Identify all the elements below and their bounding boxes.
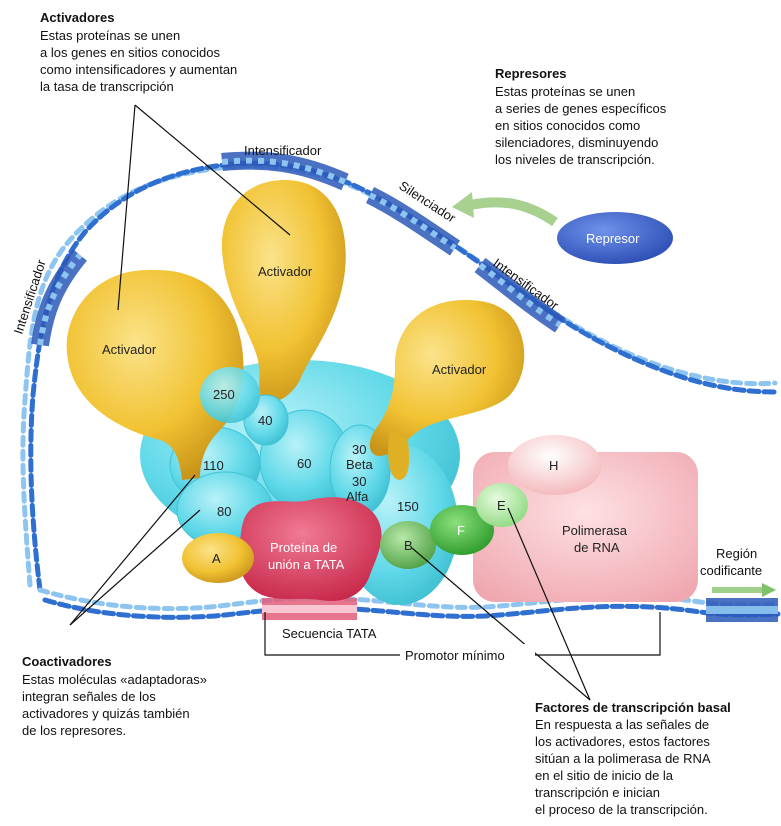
activadores-text-block: Activadores Estas proteínas se unen a lo… — [40, 10, 237, 94]
factor-b-label: B — [404, 538, 413, 553]
represores-line-5: los niveles de transcripción. — [495, 152, 655, 167]
factor-h-label: H — [549, 458, 558, 473]
represores-line-3: en sitios conocidos como — [495, 118, 640, 133]
factores-line-4: en el sitio de inicio de la — [535, 768, 674, 783]
activadores-line-1: Estas proteínas se unen — [40, 28, 180, 43]
tata-protein-label-1: Proteína de — [270, 540, 337, 555]
represores-text-block: Represores Estas proteínas se unen a ser… — [495, 66, 667, 167]
region-label-1: Región — [716, 546, 757, 561]
represor-label: Represor — [586, 231, 640, 246]
polimerasa-label-1: Polimerasa — [562, 523, 628, 538]
label-intensificador-top: Intensificador — [244, 143, 322, 158]
factores-line-1: En respuesta a las señales de — [535, 717, 709, 732]
activadores-line-2: a los genes en sitios conocidos — [40, 45, 220, 60]
factores-title: Factores de transcripción basal — [535, 700, 731, 715]
activadores-title: Activadores — [40, 10, 114, 25]
represores-title: Represores — [495, 66, 567, 81]
sub-30alfa-num: 30 — [352, 474, 366, 489]
factores-line-2: los activadores, estos factores — [535, 734, 710, 749]
sub-30beta-name: Beta — [346, 457, 374, 472]
tata-protein-label-2: unión a TATA — [268, 557, 345, 572]
factor-f-label: F — [457, 523, 465, 538]
secuencia-tata-label: Secuencia TATA — [282, 626, 377, 641]
tata-dna-stripes — [262, 605, 357, 613]
coactivadores-title: Coactivadores — [22, 654, 112, 669]
represores-line-1: Estas proteínas se unen — [495, 84, 635, 99]
coactivadores-text-block: Coactivadores Estas moléculas «adaptador… — [22, 654, 207, 738]
region-label-2: codificante — [700, 563, 762, 578]
represores-line-2: a series de genes específicos — [495, 101, 667, 116]
activador-left-label: Activador — [102, 342, 157, 357]
activador-center-label: Activador — [258, 264, 313, 279]
coactivadores-line-4: de los represores. — [22, 723, 126, 738]
coding-arrow-head — [762, 583, 776, 597]
sub-30beta-num: 30 — [352, 442, 366, 457]
coding-region-stripes — [706, 606, 778, 614]
factores-text-block: Factores de transcripción basal En respu… — [535, 700, 731, 817]
factores-line-6: el proceso de la transcripción. — [535, 802, 708, 817]
activadores-line-3: como intensificadores y aumentan — [40, 62, 237, 77]
sub-110-label: 110 — [203, 458, 224, 473]
sub-60-label: 60 — [297, 456, 311, 471]
coactivadores-line-1: Estas moléculas «adaptadoras» — [22, 672, 207, 687]
represores-line-4: silenciadores, disminuyendo — [495, 135, 658, 150]
polimerasa-label-2: de RNA — [574, 540, 620, 555]
coactivadores-line-3: activadores y quizás también — [22, 706, 190, 721]
pointer-coact-110 — [70, 475, 195, 625]
factor-e-label: E — [497, 498, 506, 513]
coactivadores-line-2: integran señales de los — [22, 689, 156, 704]
promotor-minimo-label: Promotor mínimo — [405, 648, 505, 663]
factores-line-3: sitúan a la polimerasa de RNA — [535, 751, 711, 766]
sub-80-label: 80 — [217, 504, 231, 519]
represor-arrow — [470, 202, 555, 222]
factor-a-label: A — [212, 551, 221, 566]
sub-40-label: 40 — [258, 413, 272, 428]
sub-250-label: 250 — [213, 387, 235, 402]
factores-line-5: transcripción e inician — [535, 785, 660, 800]
activadores-line-4: la tasa de transcripción — [40, 79, 174, 94]
sub-30alfa-name: Alfa — [346, 489, 369, 504]
activador-right-label: Activador — [432, 362, 487, 377]
sub-150-label: 150 — [397, 499, 419, 514]
